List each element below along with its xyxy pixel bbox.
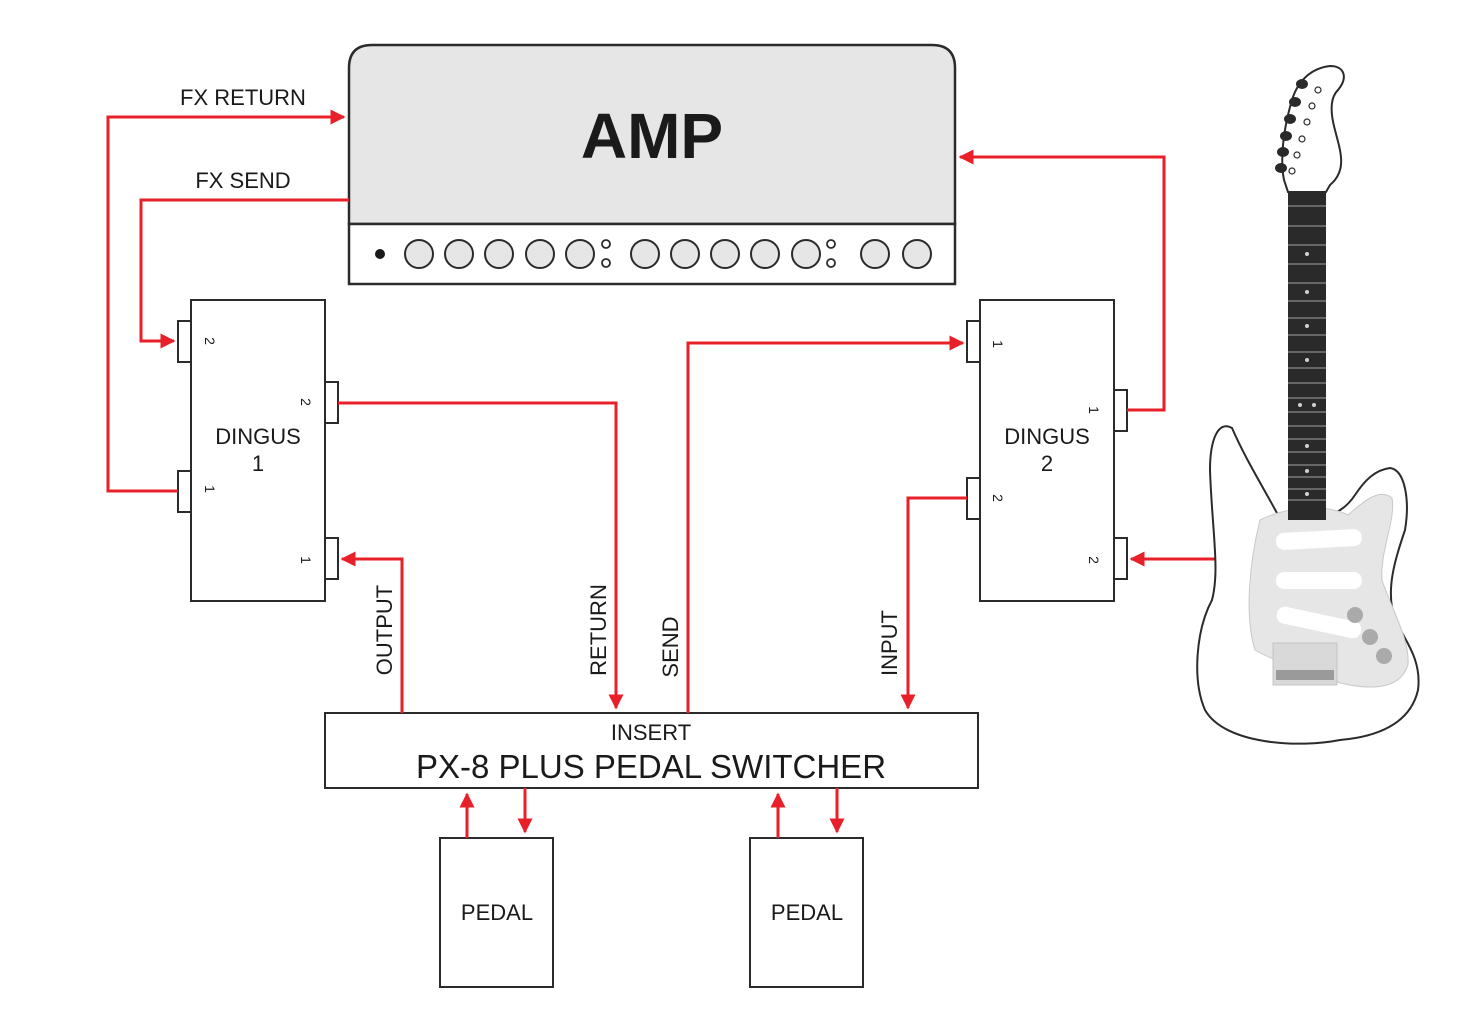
amp-switches xyxy=(601,239,836,268)
guitar-knob-icon xyxy=(1347,607,1363,623)
tuner-peg-icon xyxy=(1289,97,1301,107)
knob-icon xyxy=(791,239,821,269)
dingus-1-port-label: 2 xyxy=(298,398,314,406)
wire-output xyxy=(340,551,404,713)
amp-body xyxy=(347,43,957,226)
tuner-peg-icon xyxy=(1284,114,1296,124)
guitar-knob-icon xyxy=(1376,648,1392,664)
knob-icon xyxy=(750,239,780,269)
guitar-frets xyxy=(1288,205,1326,501)
guitar-tuner-pegs xyxy=(1275,79,1308,173)
dingus-1-jack-left-bottom xyxy=(177,470,192,513)
pedal-2-label: PEDAL xyxy=(771,900,843,925)
knob-icon xyxy=(404,239,434,269)
dingus-2-jack-right-top xyxy=(1113,389,1128,432)
return-label: RETURN xyxy=(586,584,611,676)
wire-to-amp xyxy=(958,149,1166,412)
dingus-2-body xyxy=(979,299,1115,602)
guitar-pickup xyxy=(1276,606,1362,639)
dingus-1-jack-right-top xyxy=(324,381,339,424)
pedal-1: PEDAL xyxy=(439,837,554,988)
pedal-switcher-title: PX-8 PLUS PEDAL SWITCHER xyxy=(416,748,886,785)
guitar-bridge-saddle xyxy=(1276,670,1334,680)
wire-fx-return xyxy=(106,109,346,493)
dingus-1-port-label: 2 xyxy=(202,337,218,345)
pedal-1-body xyxy=(439,837,554,988)
tuner-peg-icon xyxy=(1280,131,1292,141)
pedal-switcher-body xyxy=(324,712,979,789)
dingus-2-title: DINGUS xyxy=(1004,424,1090,449)
fx-return-label: FX RETURN xyxy=(180,85,306,110)
knob-icon xyxy=(565,239,595,269)
dingus-2-number: 2 xyxy=(1041,451,1053,476)
dingus-1-port-label: 1 xyxy=(202,485,218,493)
tuner-peg-icon xyxy=(1275,163,1287,173)
amp-knobs xyxy=(404,239,932,269)
output-label: OUTPUT xyxy=(372,585,397,675)
dingus-2-jack-left-bottom xyxy=(966,477,981,520)
wire-send xyxy=(686,335,965,713)
dingus-2-port-label: 1 xyxy=(1086,406,1102,414)
pedal-2-body xyxy=(749,837,864,988)
knob-icon xyxy=(670,239,700,269)
tuner-peg-icon xyxy=(1296,79,1308,89)
input-label: INPUT xyxy=(877,610,902,676)
wire-input xyxy=(900,496,967,710)
dingus-2-port-label: 2 xyxy=(990,494,1006,502)
switch-icon xyxy=(826,239,836,249)
switch-icon xyxy=(601,258,611,268)
tuner-peg-icon xyxy=(1277,147,1289,157)
insert-label: INSERT xyxy=(611,720,691,745)
power-led-icon xyxy=(375,249,385,259)
dingus-1: 2 1 2 1 DINGUS 1 xyxy=(177,299,339,602)
knob-icon xyxy=(525,239,555,269)
knob-icon xyxy=(860,239,890,269)
send-label: SEND xyxy=(658,616,683,677)
dingus-2-jack-left-top xyxy=(966,320,981,363)
switch-icon xyxy=(601,239,611,249)
knob-icon xyxy=(902,239,932,269)
fx-send-label: FX SEND xyxy=(195,168,290,193)
amp-title: AMP xyxy=(581,100,723,172)
dingus-1-number: 1 xyxy=(252,451,264,476)
dingus-1-jack-left-top xyxy=(177,320,192,363)
electric-guitar-icon xyxy=(1196,64,1420,745)
guitar-tuner-posts xyxy=(1288,86,1322,175)
guitar-pickup xyxy=(1276,572,1362,589)
pedal-2: PEDAL xyxy=(749,837,864,988)
switch-icon xyxy=(826,258,836,268)
dingus-2-port-label: 1 xyxy=(990,340,1006,348)
dingus-1-title: DINGUS xyxy=(215,424,301,449)
knob-icon xyxy=(484,239,514,269)
wire-return xyxy=(338,401,624,710)
guitar-pickup xyxy=(1275,529,1362,550)
dingus-2: 1 2 1 2 DINGUS 2 xyxy=(966,299,1128,602)
dingus-1-body xyxy=(190,299,326,602)
dingus-2-port-label: 2 xyxy=(1086,556,1102,564)
dingus-1-port-label: 1 xyxy=(298,556,314,564)
wire-fx-send xyxy=(139,198,349,349)
knob-icon xyxy=(444,239,474,269)
amp: AMP xyxy=(347,43,957,286)
dingus-1-jack-right-bottom xyxy=(324,537,339,580)
dingus-2-jack-right-bottom xyxy=(1113,537,1128,580)
pedal-1-label: PEDAL xyxy=(461,900,533,925)
knob-icon xyxy=(630,239,660,269)
guitar-headstock xyxy=(1281,64,1345,193)
pedal-switcher: INSERT PX-8 PLUS PEDAL SWITCHER xyxy=(324,712,979,789)
knob-icon xyxy=(710,239,740,269)
guitar-knob-icon xyxy=(1362,629,1378,645)
guitar-inlays xyxy=(1298,252,1316,496)
signal-wires xyxy=(106,109,1230,838)
